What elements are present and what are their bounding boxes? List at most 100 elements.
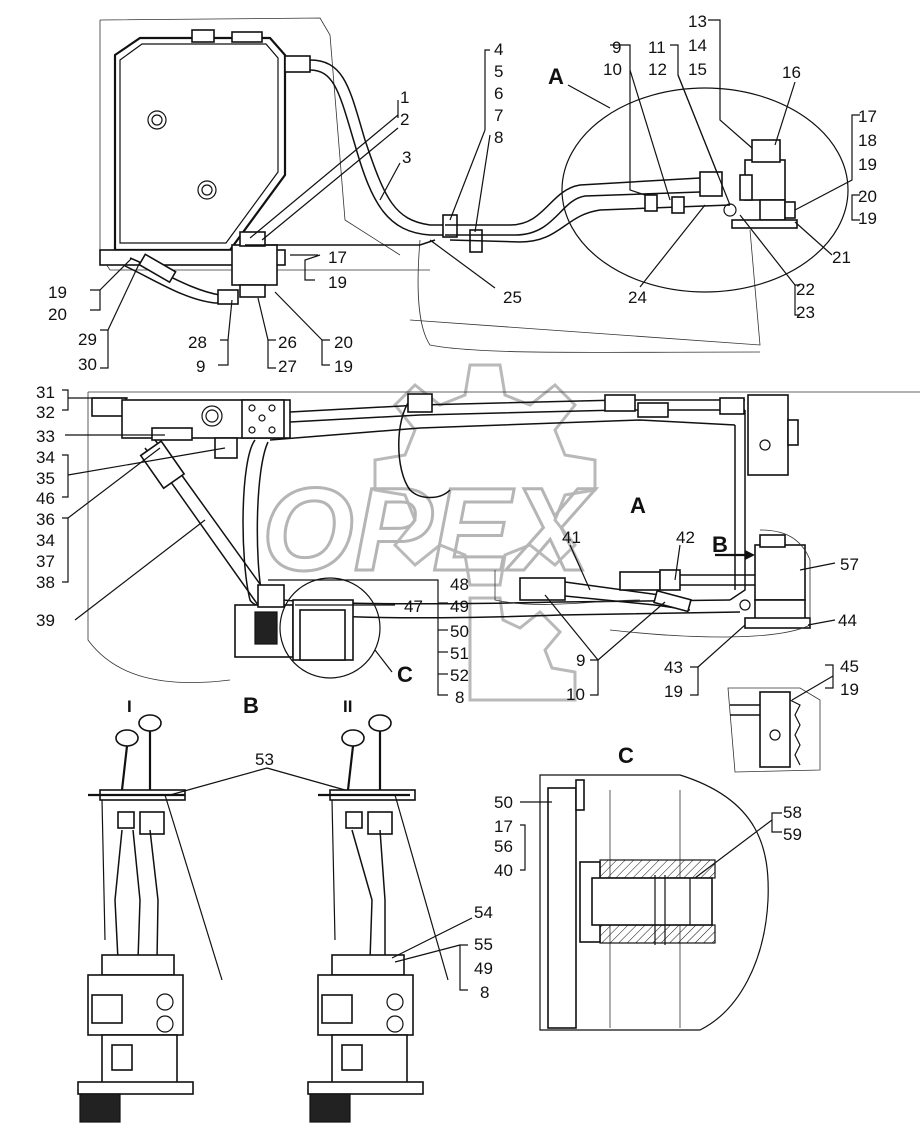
callout: 15	[688, 60, 707, 79]
callout: 35	[36, 469, 55, 488]
callout: 33	[36, 427, 55, 446]
detail-C-circle	[279, 577, 381, 679]
callout: 30	[78, 355, 97, 374]
callout: 27	[278, 357, 297, 376]
callout: 52	[450, 666, 469, 685]
callout: 3	[402, 148, 411, 167]
view-A-lower	[494, 529, 811, 638]
callout: 59	[783, 825, 802, 844]
callout: 19	[328, 273, 347, 292]
view-label-A-top: A	[548, 64, 564, 89]
mid-bracket	[91, 397, 127, 417]
callout: 19	[858, 209, 877, 228]
detail-inset-45	[727, 687, 821, 773]
pipe-a-upper	[445, 177, 701, 226]
hose-39-sleeve	[139, 440, 186, 490]
callout: 50	[494, 793, 513, 812]
pipe-mid-2	[289, 409, 745, 423]
view-label-C: C	[618, 743, 634, 768]
callout: 19	[664, 682, 683, 701]
callout: 8	[455, 688, 464, 707]
callout: 22	[796, 280, 815, 299]
callout: 28	[188, 333, 207, 352]
control-lever-view-II	[307, 714, 449, 1123]
hose-3-outer	[285, 59, 445, 226]
clamp-1	[442, 214, 458, 238]
callout: 49	[450, 597, 469, 616]
callout: 14	[688, 36, 707, 55]
callout: 51	[450, 644, 469, 663]
callout: 8	[480, 983, 489, 1002]
callout: 1	[400, 88, 409, 107]
callout: 57	[840, 555, 859, 574]
callout: 25	[503, 288, 522, 307]
detail-A-ellipse	[561, 87, 849, 293]
callout: 26	[278, 333, 297, 352]
callout: 58	[783, 803, 802, 822]
callout: 17	[494, 817, 513, 836]
pump	[234, 584, 354, 661]
pipe-right-down	[729, 410, 746, 601]
fitting-mid-2	[637, 402, 669, 418]
callout: 46	[36, 489, 55, 508]
frame-break-line	[417, 239, 761, 353]
clamp-10	[671, 196, 685, 214]
callout: 45	[840, 657, 859, 676]
callout: 19	[840, 680, 859, 699]
hydraulic-tank	[99, 29, 287, 266]
top-assembly	[99, 17, 849, 353]
callout: 31	[36, 383, 55, 402]
callout: 20	[48, 305, 67, 324]
pipe-a-lower	[445, 191, 701, 236]
hose-3-fitting	[284, 55, 311, 73]
callout: 42	[676, 528, 695, 547]
callout: 8	[494, 128, 503, 147]
callout: 18	[858, 131, 877, 150]
callout: 19	[334, 357, 353, 376]
manifold-block	[121, 399, 291, 459]
pipe-mid-3	[269, 419, 736, 441]
leader-lines	[62, 19, 860, 991]
valve-right-upper	[747, 394, 799, 476]
detail-C-section	[539, 774, 769, 1031]
callout: 40	[494, 861, 513, 880]
hose-3-inner	[285, 69, 445, 236]
solenoid-valve-top	[731, 139, 798, 229]
view-label-I: I	[127, 697, 132, 716]
callout: 34	[36, 448, 55, 467]
callout: 39	[36, 611, 55, 630]
callout: 12	[648, 60, 667, 79]
callout: 16	[782, 63, 801, 82]
callout: 10	[603, 60, 622, 79]
view-label-B: B	[243, 693, 259, 718]
fitting-mid-1	[604, 394, 636, 412]
frame-floor	[409, 229, 761, 346]
callout: 29	[78, 330, 97, 349]
clamp-9	[644, 194, 658, 212]
callout: 53	[255, 750, 274, 769]
pipe-cross	[398, 399, 451, 499]
callout: 9	[576, 651, 585, 670]
callout: 23	[796, 303, 815, 322]
watermark-text: OPEX	[262, 464, 596, 596]
view-label-II: II	[343, 697, 352, 716]
callout: 41	[562, 528, 581, 547]
callout: 55	[474, 935, 493, 954]
callout: 19	[48, 283, 67, 302]
callout: 19	[858, 155, 877, 174]
watermark: OPEX	[261, 363, 598, 702]
callout: 49	[474, 959, 493, 978]
callout: 17	[328, 248, 347, 267]
callout: 4	[494, 40, 503, 59]
callout: 47	[404, 597, 423, 616]
callout: 11	[648, 38, 666, 57]
callout: 48	[450, 575, 469, 594]
callout: 43	[664, 658, 683, 677]
callout: 9	[196, 357, 205, 376]
fitting-mid-3	[719, 397, 745, 415]
mid-frame-left	[87, 392, 231, 683]
callout: 6	[494, 84, 503, 103]
callout: 10	[566, 685, 585, 704]
callout: 5	[494, 62, 503, 81]
